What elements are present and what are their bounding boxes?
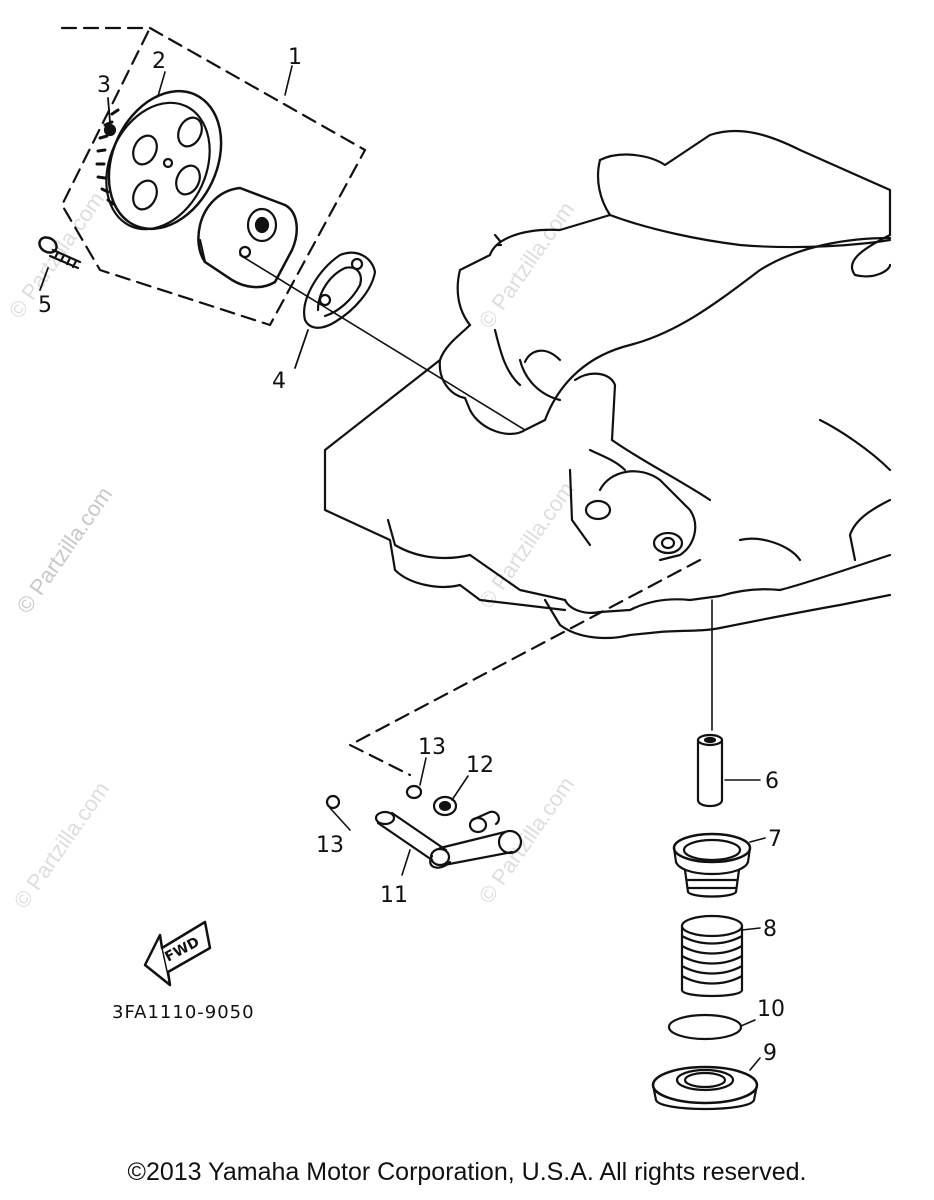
fwd-label: FWD bbox=[162, 934, 202, 965]
callout-3: 3 bbox=[97, 73, 111, 98]
spring-part-8 bbox=[680, 914, 744, 998]
o-ring-part-13a bbox=[405, 784, 423, 800]
callout-5: 5 bbox=[38, 293, 52, 318]
callouts: 1 2 3 4 5 6 7 8 10 9 12 13 13 11 bbox=[38, 45, 785, 1066]
engine-crankcase bbox=[323, 129, 892, 640]
drain-plug-part-9 bbox=[651, 1065, 759, 1111]
watermarks: © Partzilla.com © Partzilla.com © Partzi… bbox=[4, 187, 580, 913]
o-ring-part-13b bbox=[325, 794, 341, 810]
alignment-line-pump bbox=[239, 254, 526, 431]
watermark-faint-2: © Partzilla.com bbox=[474, 197, 580, 333]
pin-part-3 bbox=[103, 97, 117, 137]
watermark-faint-4: © Partzilla.com bbox=[9, 777, 115, 913]
assembly-box-1 bbox=[60, 26, 367, 327]
oil-pump-gear bbox=[95, 89, 223, 231]
callout-12: 12 bbox=[466, 753, 494, 778]
strainer-part-7 bbox=[672, 832, 752, 898]
callout-11: 11 bbox=[380, 883, 408, 908]
callout-9: 9 bbox=[763, 1041, 777, 1066]
callout-10: 10 bbox=[757, 997, 785, 1022]
callout-8: 8 bbox=[763, 917, 777, 942]
callout-2: 2 bbox=[152, 49, 166, 74]
screw-part-5 bbox=[38, 236, 82, 291]
callout-4: 4 bbox=[272, 369, 286, 394]
washer-part-12 bbox=[432, 795, 458, 817]
watermark-faint-5: © Partzilla.com bbox=[474, 772, 580, 908]
pipe-part-6 bbox=[696, 733, 724, 808]
copyright-notice: ©2013 Yamaha Motor Corporation, U.S.A. A… bbox=[127, 1158, 807, 1186]
delivery-pipe-part-11 bbox=[374, 810, 523, 869]
callout-7: 7 bbox=[768, 827, 782, 852]
diagram-code: 3FA1110-9050 bbox=[112, 1002, 255, 1023]
callout-13-upper: 13 bbox=[418, 735, 446, 760]
oil-pump-body bbox=[197, 186, 298, 289]
callout-6: 6 bbox=[765, 769, 779, 794]
gasket-part-4 bbox=[294, 251, 377, 369]
leader-lines bbox=[157, 65, 766, 1071]
watermark-main: © Partzilla.com bbox=[12, 482, 118, 618]
o-ring-part-10 bbox=[667, 1013, 743, 1041]
callout-1: 1 bbox=[288, 45, 302, 70]
forward-arrow-icon bbox=[143, 920, 212, 987]
assembly-box-11 bbox=[348, 558, 702, 777]
callout-13-left: 13 bbox=[316, 833, 344, 858]
